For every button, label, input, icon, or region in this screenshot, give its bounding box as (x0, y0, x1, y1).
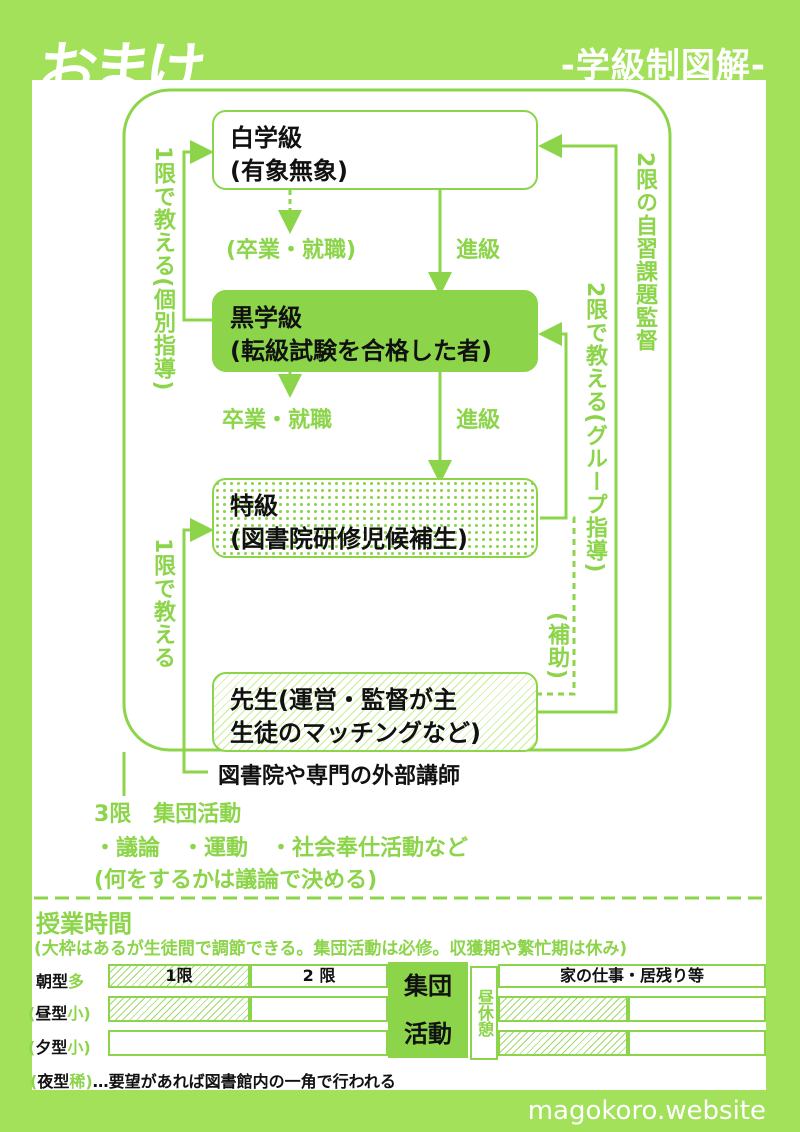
row-noon-level: 小 (67, 1004, 84, 1023)
content-panel (32, 80, 766, 1090)
arrow-external-to-special (182, 518, 214, 774)
arrow-black-to-white (182, 140, 214, 322)
teacher-node: 先生(運営・監督が主 生徒のマッチングなど) (212, 672, 538, 752)
period3-note: (何をするかは議論で決める) (94, 868, 378, 893)
morning-period2: 2 限 (250, 964, 388, 988)
row-noon-paren-open: ( (28, 1004, 36, 1023)
row-evening-paren-close: ) (83, 1038, 91, 1057)
row-evening-name: 夕型 (35, 1038, 68, 1057)
schedule-note: (大枠はあるが生徒間で調節できる。集団活動は必修。収獲期や繁忙期は休み) (34, 939, 628, 959)
assist-label: (補助) (544, 612, 569, 681)
graduate-label: 卒業・就職 (222, 408, 333, 433)
arrow-teacher-to-white (536, 134, 618, 714)
white-class-title: 白学級 (230, 124, 302, 152)
first-period-individual-label: 1限で教える(個別指導) (150, 146, 175, 392)
arrow-special-to-black (538, 322, 568, 520)
lunch-break: 昼休憩 (470, 966, 498, 1060)
noon-slot-a (108, 996, 250, 1022)
special-class-node: 特級 (図書院研修児候補生) (212, 478, 538, 558)
second-period-group-label: 2限で教える(グループ指導) (582, 282, 607, 574)
row-morning-level: 多 (68, 972, 85, 991)
noon-slot-d (628, 996, 766, 1022)
white-class-desc: (有象無象) (230, 157, 348, 185)
row-evening-level: 小 (67, 1038, 84, 1057)
night-type-note: (夜型稀)…要望があれば図書館内の一角で行われる (30, 1068, 396, 1092)
arrow-teacher-assist-dashed (536, 516, 576, 696)
schedule-title: 授業時間 (36, 910, 132, 938)
night-text: …要望があれば図書館内の一角で行われる (92, 1072, 396, 1091)
white-class-node: 白学級 (有象無象) (212, 110, 538, 190)
teacher-line-1: 先生(運営・監督が主 (230, 686, 457, 714)
row-evening-paren-open: ( (28, 1038, 36, 1057)
night-level: 稀 (69, 1072, 86, 1091)
evening-slot-b (498, 1030, 628, 1056)
morning-period1: 1限 (108, 964, 250, 988)
night-paren-close: ) (85, 1072, 93, 1091)
group-activity-block: 集団 活動 (388, 962, 468, 1058)
advance-label-1: 進級 (456, 238, 501, 263)
page-subtitle: -学級制図解- (560, 46, 766, 86)
teacher-line-2: 生徒のマッチングなど) (230, 719, 481, 747)
evening-slot-c (628, 1030, 766, 1056)
row-label-noon: (昼型小) (28, 1000, 91, 1024)
black-class-title: 黒学級 (230, 304, 302, 332)
row-label-morning: 朝型多 (36, 968, 84, 992)
row-noon-name: 昼型 (35, 1004, 68, 1023)
night-paren-open: ( (30, 1072, 38, 1091)
noon-slot-b (250, 996, 388, 1022)
second-period-self-label: 2限の自習課題監督 (632, 152, 657, 353)
row-noon-paren-close: ) (83, 1004, 91, 1023)
special-class-desc: (図書院研修児候補生) (230, 525, 468, 553)
group-activity-bottom: 活動 (404, 1020, 452, 1048)
footer-url: magokoro.website (527, 1096, 766, 1126)
period3-title: 3限 集団活動 (94, 802, 242, 827)
group-activity-top: 集団 (404, 972, 452, 1000)
advance-label-2: 進級 (456, 408, 501, 433)
morning-home-tasks: 家の仕事・居残り等 (498, 964, 766, 988)
row-label-evening: (夕型小) (28, 1034, 91, 1058)
period3-items: ・議論 ・運動 ・社会奉仕活動など (94, 836, 469, 861)
noon-slot-c (498, 996, 628, 1022)
black-class-desc: (転級試験を合格した者) (230, 337, 492, 365)
external-teachers: 図書院や専門の外部講師 (218, 764, 461, 789)
black-class-node: 黒学級 (転級試験を合格した者) (212, 290, 538, 372)
graduate-dashed-label: (卒業・就職) (226, 238, 357, 263)
evening-slot-a (108, 1030, 388, 1056)
night-name: 夜型 (37, 1072, 70, 1091)
special-class-title: 特級 (230, 492, 278, 520)
row-morning-name: 朝型 (36, 972, 69, 991)
first-period-teach-label: 1限で教える (150, 538, 175, 670)
